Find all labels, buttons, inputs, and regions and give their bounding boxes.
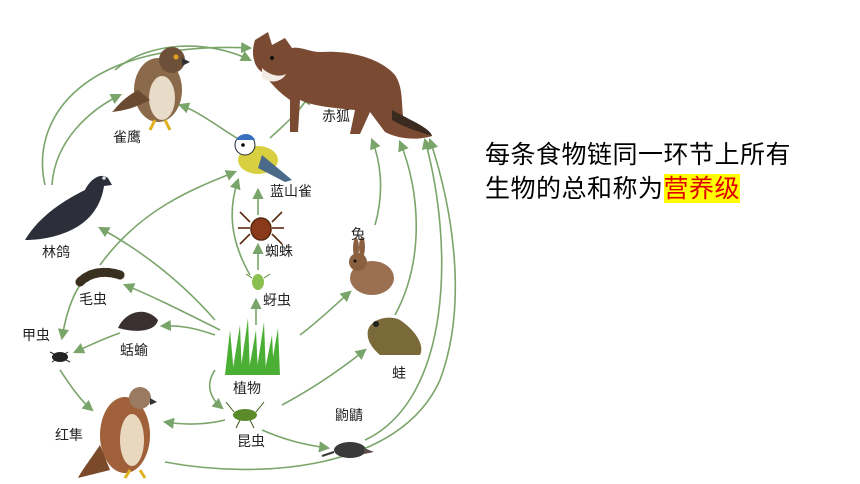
- label-kestrel: 红隼: [55, 428, 83, 444]
- arrow-plant-to-caterpillar: [122, 283, 221, 331]
- label-hawk: 雀鹰: [113, 130, 141, 146]
- caption-line-1: 每条食物链同一环节上所有: [485, 140, 792, 169]
- beetle-illustration: [49, 351, 71, 363]
- arrow-insect-to-shrew: [261, 429, 331, 453]
- arrow-beetle-to-kestrel: [59, 369, 94, 412]
- label-beetle: 甲虫: [22, 328, 50, 344]
- arrow-tit-to-hawk: [177, 102, 241, 141]
- arrow-plant-to-insect: [208, 369, 224, 410]
- trophic-level-highlight: 营养级: [663, 174, 741, 203]
- spider-illustration: [238, 211, 284, 245]
- arrow-rabbit-to-fox: [370, 137, 382, 226]
- aphid-illustration: [245, 273, 271, 290]
- label-spider: 蜘蛛: [265, 244, 293, 260]
- arrow-aphid-to-tit: [229, 177, 251, 276]
- pigeon-illustration: [25, 175, 112, 240]
- shrew-illustration: [321, 442, 374, 458]
- arrow-frog-to-fox: [394, 139, 418, 316]
- label-aphid: 蚜虫: [263, 293, 291, 309]
- arrow-caterpillar-to-beetle: [57, 284, 81, 341]
- caption-line-2-prefix: 生物的总和称为: [485, 174, 664, 203]
- hawk-illustration: [112, 47, 190, 131]
- arrow-shrew-to-fox: [364, 137, 443, 441]
- caterpillar-illustration: [75, 267, 125, 287]
- label-pigeon: 林鸽: [42, 244, 70, 261]
- blue-tit-illustration: [234, 134, 292, 182]
- label-fox: 赤狐: [322, 109, 350, 125]
- arrow-caterpillar-to-tit: [99, 170, 238, 266]
- arrow-insect-to-frog: [281, 348, 367, 406]
- label-frog: 蛙: [392, 366, 406, 382]
- insect-illustration: [225, 401, 265, 429]
- arrow-plant-to-slug: [159, 319, 216, 336]
- label-tit: 蓝山雀: [270, 184, 312, 200]
- kestrel-illustration: [78, 387, 157, 479]
- arrow-insect-to-kestrel: [162, 417, 226, 429]
- arrow-pigeon-to-fox: [41, 41, 253, 186]
- label-rabbit: 兔: [351, 227, 365, 243]
- arrow-plant-to-pigeon: [98, 226, 216, 321]
- caption-line-2: 生物的总和称为营养级: [485, 172, 855, 206]
- slug-illustration: [118, 311, 158, 331]
- arrow-plant-to-rabbit: [299, 290, 352, 336]
- label-slug: 蛞蝓: [120, 343, 148, 359]
- caption-text: 每条食物链同一环节上所有 生物的总和称为营养级: [485, 138, 855, 206]
- fox-illustration: [252, 32, 432, 139]
- label-insect: 昆虫: [237, 434, 265, 450]
- food-web-arrows: [41, 41, 457, 471]
- frog-illustration: [367, 317, 422, 355]
- label-shrew: 鼩鼱: [335, 408, 363, 424]
- arrow-slug-to-beetle: [72, 332, 121, 354]
- plant-illustration: [225, 318, 280, 375]
- rabbit-illustration: [349, 237, 394, 295]
- arrow-kestrel-to-fox: [164, 137, 457, 471]
- label-caterpillar: 毛虫: [79, 292, 107, 308]
- arrow-pigeon-to-hawk: [51, 93, 123, 186]
- label-plant: 植物: [233, 381, 261, 397]
